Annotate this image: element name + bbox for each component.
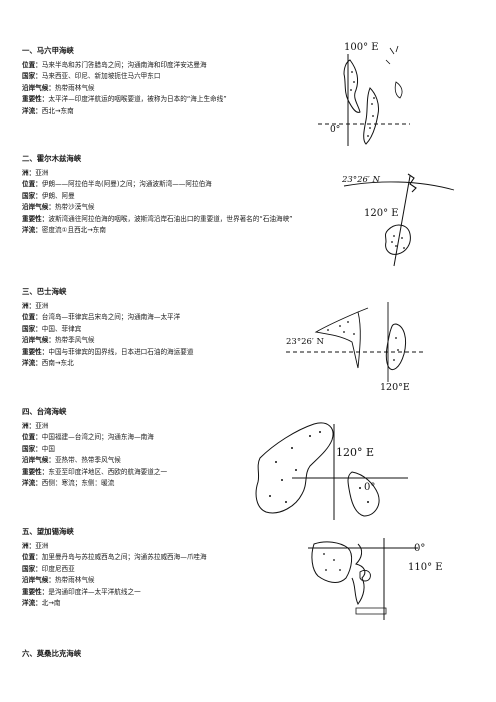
map-parallel-label: 23°26′ N — [341, 175, 381, 185]
info-row: 沿岸气候：热带雨林气候 — [22, 576, 95, 585]
map-malacca: 100° E 0° — [316, 38, 416, 150]
strait-marker — [357, 307, 369, 313]
island-outline — [394, 81, 403, 99]
map-bashi: 23°26′ N 120°E — [284, 298, 426, 392]
island-outline — [347, 471, 380, 517]
info-row: 沿岸气候：亚热带、热带季风气候 — [22, 456, 121, 465]
section-title: 三、巴士海峡 — [22, 287, 67, 296]
land-stipple — [323, 553, 341, 571]
map-meridian-label: 120° E — [336, 446, 374, 459]
info-row: 位置：加里曼丹岛与苏拉威西岛之间；沟通苏拉威西海—爪哇海 — [22, 553, 207, 562]
section-mozambique: 六、莫桑比克海峡 — [22, 649, 81, 663]
info-row: 重要性：太平洋—印度洋航运的咽喉要道，被称为日本的“海上生命线” — [22, 95, 227, 104]
section-makassar: 五、望加锡海峡 洲：亚洲 位置：加里曼丹岛与苏拉威西岛之间；沟通苏拉威西海—爪哇… — [22, 527, 207, 609]
info-row: 位置：中国福建—台湾之间；沟通东海—南海 — [22, 433, 154, 442]
island-outline — [355, 607, 387, 615]
info-row: 位置：伊朗——阿拉伯半岛(阿曼)之间；沟通波斯湾——阿拉伯海 — [22, 180, 212, 189]
section-taiwan: 四、台湾海峡 洲：亚洲 位置：中国福建—台湾之间；沟通东海—南海 国家：中国 沿… — [22, 407, 167, 489]
map-meridian-label: 120°E — [380, 382, 410, 392]
map-meridian-label: 120° E — [364, 208, 399, 219]
land-stipple — [327, 321, 355, 335]
info-row: 沿岸气候：热带沙漠气候 — [22, 203, 95, 212]
strait-marker — [407, 173, 417, 193]
tropic-line — [343, 181, 455, 191]
info-row: 洋流：西侧：寒流；东侧：暖流 — [22, 479, 115, 488]
info-row: 国家：马来西亚、印尼、新加坡扼住马六甲东口 — [22, 72, 161, 81]
map-makassar: 0° 110° E — [306, 534, 446, 624]
map-meridian-label: 100° E — [344, 42, 379, 53]
info-row: 国家：中国、菲律宾 — [22, 324, 82, 333]
info-row: 洋流：西南→东北 — [22, 359, 74, 368]
map-hormuz: 23°26′ N 120° E — [338, 166, 458, 268]
info-row: 重要性：波斯湾通往阿拉伯海的咽喉，波斯湾沿岸石油出口的重要道，世界著名的“石油海… — [22, 214, 293, 223]
peninsula-outline — [343, 59, 361, 113]
info-row: 位置：马来半岛和苏门答腊岛之间；沟通南海和印度洋安达曼海 — [22, 61, 207, 69]
land-stipple — [269, 431, 369, 503]
info-row: 国家：伊朗、阿曼 — [22, 191, 75, 200]
section-title: 四、台湾海峡 — [22, 407, 67, 416]
land-stipple — [391, 235, 405, 249]
info-row: 洋流：西北→东南 — [22, 106, 74, 115]
info-row: 重要性：中国与菲律宾的国界线，日本进口石油的海运要道 — [22, 347, 194, 356]
section-bashi: 三、巴士海峡 洲：亚洲 位置：台湾岛—菲律宾吕宋岛之间；沟通南海—太平洋 国家：… — [22, 287, 193, 369]
borneo-outline — [311, 541, 353, 583]
info-row: 位置：台湾岛—菲律宾吕宋岛之间；沟通南海—太平洋 — [22, 313, 181, 322]
map-parallel-label: 0° — [364, 482, 375, 493]
section-malacca: 一、马六甲海峡 位置：马来半岛和苏门答腊岛之间；沟通南海和印度洋安达曼海 国家：… — [22, 46, 227, 117]
info-row: 国家：中国 — [22, 444, 55, 453]
meridian-line — [393, 175, 411, 267]
island-stipple — [393, 337, 399, 361]
info-row: 重要性：东亚至印度洋地区、西欧的航海要道之一 — [22, 467, 168, 476]
land-stipple — [350, 71, 375, 137]
info-row: 沿岸气候：热带季风气候 — [22, 336, 95, 345]
info-row: 洲：亚洲 — [22, 169, 49, 177]
info-row: 洋流：密度流①且西北→东南 — [22, 226, 106, 235]
info-row: 洲：亚洲 — [22, 542, 49, 550]
info-row: 洲：亚洲 — [22, 422, 49, 430]
info-row: 洲：亚洲 — [22, 302, 49, 310]
info-row: 重要性：是沟通印度洋—太平洋航线之一 — [22, 587, 141, 596]
section-hormuz: 二、霍尔木兹海峡 洲：亚洲 位置：伊朗——阿拉伯半岛(阿曼)之间；沟通波斯湾——… — [22, 154, 340, 236]
map-meridian-label: 110° E — [408, 562, 443, 573]
section-title: 五、望加锡海峡 — [22, 527, 74, 536]
island-outline — [359, 569, 371, 582]
map-parallel-label: 0° — [330, 125, 340, 135]
island-outline — [385, 224, 411, 255]
sumatra-outline — [363, 87, 379, 145]
landmass-outline — [255, 422, 334, 514]
map-taiwan: 120° E 0° — [252, 418, 410, 522]
info-row: 洋流：北→南 — [22, 599, 61, 608]
section-title: 二、霍尔木兹海峡 — [22, 154, 82, 163]
info-row: 国家：印度尼西亚 — [22, 564, 75, 573]
coast-outline — [314, 311, 361, 369]
sulawesi-outline — [351, 543, 366, 605]
section-title: 六、莫桑比克海峡 — [22, 649, 82, 658]
map-parallel-label: 0° — [414, 543, 425, 554]
map-parallel-label: 23°26′ N — [286, 337, 325, 347]
island-outline — [385, 323, 407, 370]
section-title: 一、马六甲海峡 — [22, 46, 74, 55]
info-row: 沿岸气候：热带雨林气候 — [22, 83, 95, 92]
coast-marks — [385, 45, 399, 65]
